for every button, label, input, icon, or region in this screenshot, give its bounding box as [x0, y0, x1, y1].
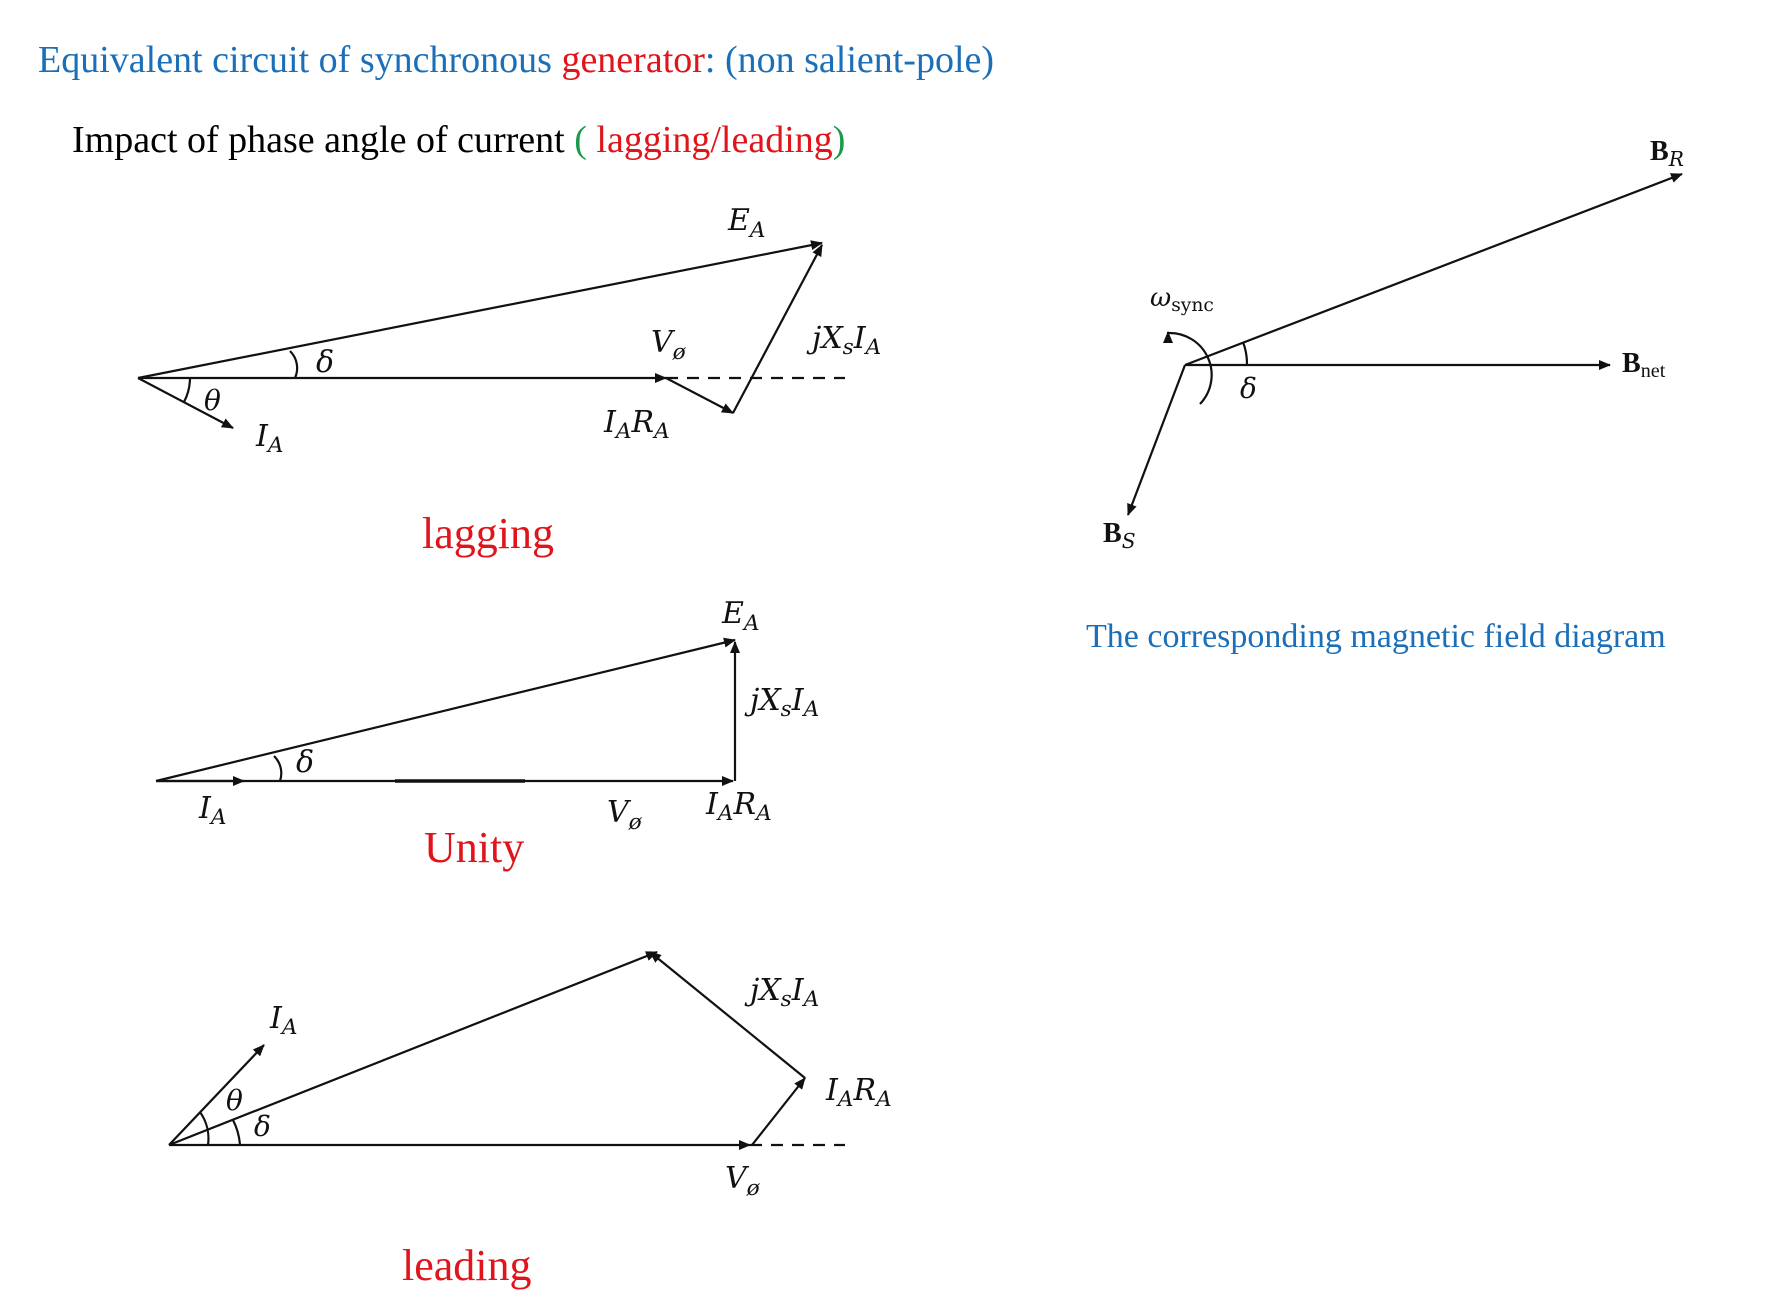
- title-part-1: Equivalent circuit of synchronous: [38, 39, 562, 81]
- bnet-label: Bnet: [1622, 348, 1666, 382]
- lagging-delta-label: δ: [316, 345, 334, 380]
- unity-labels: EA jXsIA IARA Vø IA δ: [198, 596, 819, 835]
- lagging-phasor-diagram: [137, 240, 845, 429]
- omega-sync-label: ωsync: [1150, 283, 1214, 316]
- magnetic-field-diagram: [1126, 172, 1683, 516]
- leading-labels: IA jXsIA IARA Vø θ δ: [226, 973, 892, 1201]
- unity-delta-arc: [273, 755, 283, 782]
- unity-jxsia-label: jXsIA: [744, 683, 819, 722]
- unity-ia-label: IA: [198, 791, 226, 830]
- lagging-iara-label: IARA: [603, 405, 670, 444]
- caption-unity: Unity: [424, 823, 525, 872]
- leading-delta-arc: [232, 1119, 242, 1146]
- lagging-ea-vector: [137, 240, 823, 380]
- subtitle-part-1: Impact of phase angle of current: [72, 119, 575, 161]
- lagging-labels: EA Vø jXsIA IARA IA δ θ: [204, 203, 881, 458]
- lagging-ia-vector: [137, 377, 234, 429]
- leading-iara-vector: [751, 1077, 806, 1146]
- unity-vphi-label: Vø: [607, 795, 643, 835]
- unity-ea-label: EA: [721, 596, 760, 636]
- unity-phasor-diagram: [155, 637, 740, 786]
- unity-ea-vector: [155, 637, 736, 783]
- lagging-delta-arc: [289, 350, 299, 379]
- leading-theta-label: θ: [226, 1084, 243, 1117]
- caption-lagging: lagging: [422, 509, 554, 558]
- lagging-iara-vector: [665, 377, 734, 414]
- br-vector: [1184, 172, 1683, 367]
- leading-jxsia-label: jXsIA: [744, 973, 819, 1012]
- leading-delta-label: δ: [254, 1110, 271, 1143]
- leading-ia-label: IA: [269, 1001, 297, 1040]
- page-subtitle: Impact of phase angle of current ( laggi…: [72, 118, 845, 162]
- lagging-theta-arc: [183, 377, 192, 403]
- title-part-2: generator: [561, 39, 705, 81]
- magnetic-field-labels: BR Bnet BS ωsync δ: [1103, 136, 1684, 553]
- unity-delta-label: δ: [296, 745, 314, 780]
- unity-iara-label: IARA: [705, 787, 772, 826]
- lagging-theta-label: θ: [204, 384, 221, 417]
- title-part-3: : (non salient-pole): [704, 39, 995, 81]
- bs-label: BS: [1103, 518, 1136, 553]
- caption-leading: leading: [402, 1241, 532, 1290]
- leading-ea-vector: [168, 950, 658, 1147]
- lagging-vphi-label: Vø: [651, 325, 687, 365]
- bs-vector: [1126, 364, 1187, 516]
- leading-theta-arc: [199, 1111, 210, 1146]
- delta-arc-magnetic: [1241, 341, 1249, 366]
- br-label: BR: [1650, 136, 1684, 171]
- lagging-jxsia-vector: [732, 244, 823, 414]
- leading-iara-label: IARA: [825, 1073, 892, 1112]
- lagging-ia-label: IA: [255, 419, 283, 458]
- page-title: Equivalent circuit of synchronous genera…: [38, 38, 994, 82]
- subtitle-open-paren: (: [574, 119, 597, 161]
- subtitle-close-paren: ): [832, 119, 846, 161]
- leading-phasor-diagram: [168, 950, 845, 1150]
- subtitle-part-2: lagging/leading: [596, 119, 833, 161]
- lagging-ea-label: EA: [727, 203, 766, 243]
- rotation-arrow-arc: [1167, 331, 1213, 405]
- leading-jxsia-vector: [649, 951, 806, 1079]
- leading-ia-vector: [168, 1044, 265, 1146]
- lagging-jxsia-label: jXsIA: [806, 321, 881, 360]
- delta-label-magnetic: δ: [1240, 372, 1257, 405]
- leading-vphi-label: Vø: [725, 1161, 761, 1201]
- caption-magnetic-field: The corresponding magnetic field diagram: [1086, 618, 1666, 655]
